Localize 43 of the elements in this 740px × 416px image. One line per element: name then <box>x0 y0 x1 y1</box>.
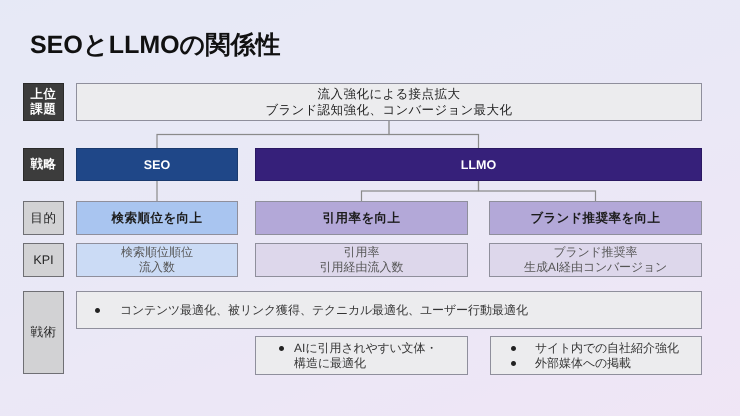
tactic-text: コンテンツ最適化、被リンク獲得、テクニカル最適化、ユーザー行動最適化 <box>120 302 528 318</box>
kpi-box <box>489 243 702 277</box>
kpi-box <box>255 243 468 277</box>
kpi-text: 検索順位順位 <box>121 245 193 260</box>
kpi-box <box>76 243 238 277</box>
kpi-text: 引用経由流入数 <box>320 260 404 275</box>
row-header-label: 戦術 <box>30 325 56 340</box>
strategy-label: LLMO <box>460 158 496 172</box>
issue-box <box>76 83 702 121</box>
issue-text: ブランド認知強化、コンバージョン最大化 <box>266 102 512 118</box>
tactic-box <box>76 291 702 329</box>
tactic-text: AIに引用されやすい文体・構造に最適化 <box>294 340 438 370</box>
row-header <box>23 83 64 121</box>
kpi-text: 引用率 <box>344 245 380 260</box>
tactic-text: サイト内での自社紹介強化 <box>535 340 679 356</box>
strategy-label: SEO <box>144 158 170 172</box>
goal-text: 引用率を向上 <box>322 210 400 226</box>
row-header-label: 上位課題 <box>29 87 58 117</box>
kpi-text: 流入数 <box>139 260 175 275</box>
row-header <box>23 148 64 181</box>
connector-line <box>156 181 158 201</box>
tactic-text: 外部媒体への掲載 <box>535 356 631 370</box>
row-header-label: 戦略 <box>30 157 56 172</box>
goal-text: 検索順位を向上 <box>112 210 202 226</box>
row-header-label: 目的 <box>30 210 56 226</box>
title: SEOとLLMOの関係性 <box>30 30 281 60</box>
goal-text: ブランド推奨率を向上 <box>530 210 660 226</box>
row-header <box>23 291 64 374</box>
row-header <box>23 201 64 235</box>
connector-line <box>478 181 596 201</box>
row-header-label: KPI <box>33 252 54 268</box>
tactic-box <box>255 336 468 375</box>
issue-text: 流入強化による接点拡大 <box>318 86 460 102</box>
kpi-text: ブランド推奨率 <box>554 245 638 260</box>
kpi-text: 生成AI経由コンバージョン <box>524 260 668 275</box>
goal-box <box>255 201 468 235</box>
row-header <box>23 243 64 277</box>
strategy-box <box>76 148 238 181</box>
strategy-box <box>255 148 702 181</box>
tactic-box <box>490 336 702 375</box>
goal-box <box>76 201 238 235</box>
connector-line <box>388 121 480 148</box>
goal-box <box>489 201 702 235</box>
